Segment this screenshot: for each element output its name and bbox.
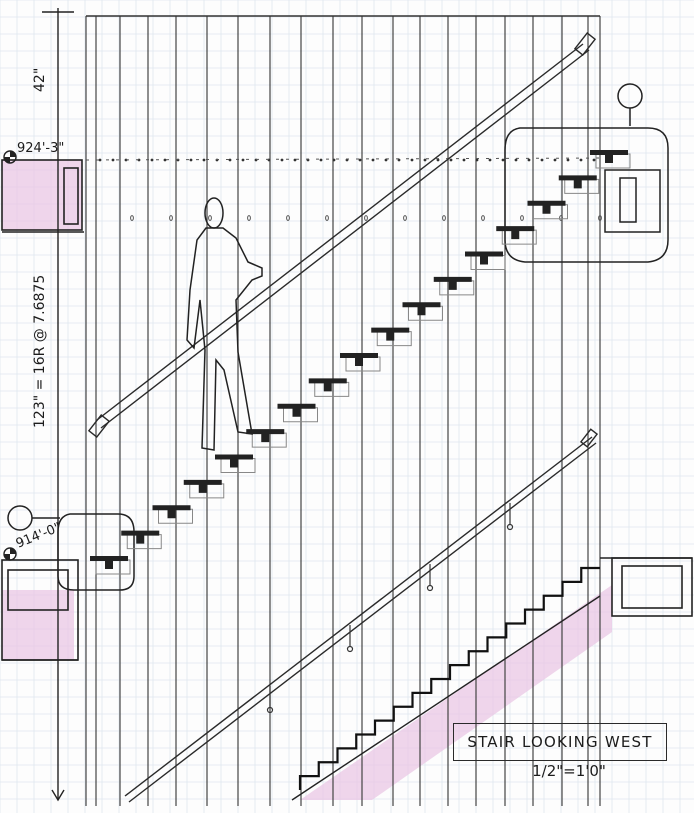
stair-tread: [277, 403, 318, 423]
rail-bracket-foot: [266, 706, 274, 714]
riser-dimension-label: 123" = 16R @ 7.6875: [32, 275, 48, 428]
stair-tread: [590, 150, 631, 169]
upper-elevation-label: 924'-3": [17, 141, 64, 156]
upper-floor-dots: [98, 158, 602, 221]
top-dimension-label: 42": [32, 68, 48, 92]
upper-elevation-marker: [3, 150, 17, 164]
fastener-mark: [559, 215, 563, 221]
fastener-mark: [247, 215, 251, 221]
drawing-title: STAIR LOOKING WEST: [467, 733, 653, 751]
level-dot: [332, 158, 336, 162]
upper-handrail: [87, 32, 597, 438]
fastener-mark: [520, 215, 524, 221]
upper-landing-left: [1, 159, 84, 233]
level-dot: [241, 158, 245, 162]
stair-tread: [215, 454, 256, 473]
level-dot: [423, 158, 427, 162]
level-dot: [280, 158, 284, 162]
level-dot: [163, 158, 167, 162]
upper-stair-treads: [90, 150, 631, 575]
level-dot: [514, 158, 518, 162]
level-dot: [553, 158, 557, 162]
fastener-mark: [130, 215, 134, 221]
level-dot: [410, 158, 414, 162]
stair-tread: [340, 353, 381, 372]
stair-tread: [496, 226, 537, 245]
fastener-mark: [286, 215, 290, 221]
stair-tread: [152, 505, 193, 524]
stair-tread: [402, 302, 443, 321]
level-dot: [319, 158, 323, 162]
level-dot: [449, 158, 453, 162]
lower-stair-stringer-underside: [291, 595, 601, 801]
lower-handrail-brackets: [266, 503, 514, 714]
rail-bracket-foot: [426, 584, 434, 592]
right-lower-landing: [600, 557, 693, 617]
lower-detail-callout: [7, 505, 135, 591]
level-dot: [566, 158, 570, 162]
lower-handrail: [124, 428, 599, 803]
level-dot: [202, 158, 206, 162]
level-dot: [371, 158, 375, 162]
fastener-mark: [169, 215, 173, 221]
drawing-title-box: STAIR LOOKING WEST: [453, 723, 667, 761]
lower-stair-stringer: [298, 566, 600, 790]
fastener-mark: [598, 215, 602, 221]
stair-tread: [465, 251, 506, 270]
level-dot: [111, 158, 115, 162]
floor-shading: [2, 160, 612, 800]
stair-tread: [121, 530, 162, 550]
level-dot: [540, 158, 544, 162]
stair-tread: [90, 556, 131, 575]
stair-tread: [527, 200, 568, 220]
left-dimension-line: [42, 8, 74, 802]
level-dot: [358, 158, 362, 162]
level-dot: [293, 158, 297, 162]
stair-tread: [246, 429, 287, 448]
stair-tread: [183, 479, 225, 499]
level-dot: [228, 158, 232, 162]
stair-tread: [308, 378, 350, 397]
level-dot: [150, 158, 154, 162]
level-dot: [592, 158, 596, 162]
fastener-mark: [442, 215, 446, 221]
stair-tread: [558, 175, 600, 194]
level-dot: [124, 158, 128, 162]
level-dot: [527, 158, 531, 162]
drawing-scale: 1/2"=1'0": [532, 762, 606, 780]
level-dot: [475, 158, 479, 162]
fastener-mark: [208, 215, 212, 221]
level-dot: [436, 158, 440, 162]
lower-elevation-label: 914'-0": [14, 520, 64, 552]
rail-bracket-foot: [346, 645, 354, 653]
level-dot: [501, 158, 505, 162]
level-dot: [488, 158, 492, 162]
level-dot: [579, 158, 583, 162]
stair-tread: [433, 276, 475, 296]
fastener-mark: [364, 215, 368, 221]
fastener-mark: [403, 215, 407, 221]
level-dot: [98, 158, 102, 162]
fastener-mark: [325, 215, 329, 221]
stair-tread: [371, 327, 412, 347]
fastener-mark: [481, 215, 485, 221]
level-dot: [189, 158, 193, 162]
upper-detail-callout: [504, 83, 669, 263]
level-dot: [462, 158, 466, 162]
person-figure: [186, 197, 263, 451]
lower-elevation-marker: [3, 547, 17, 561]
rail-bracket-foot: [506, 523, 514, 531]
